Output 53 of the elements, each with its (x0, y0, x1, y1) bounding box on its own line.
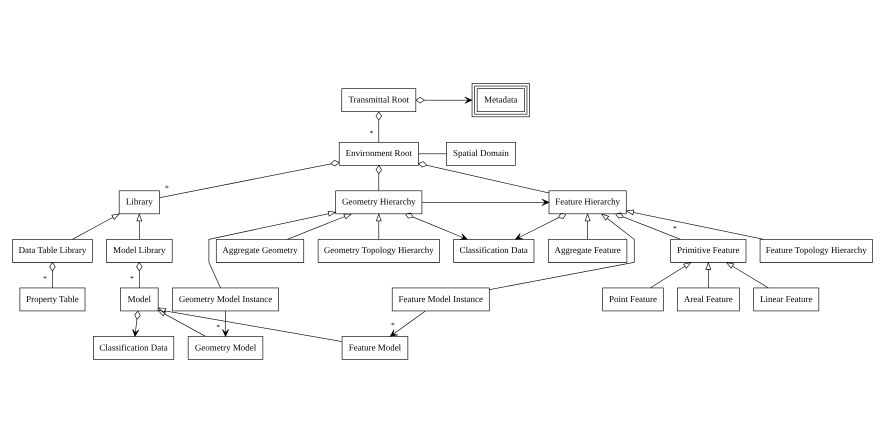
node-box: Classification Data (92, 336, 174, 360)
connector (375, 111, 382, 143)
node-box: Areal Feature (676, 288, 740, 312)
arrow (704, 262, 711, 288)
connector (614, 212, 680, 240)
node-box: Point Feature (602, 288, 664, 312)
arrow (72, 213, 120, 240)
connector (418, 153, 446, 154)
node-box: Property Table (19, 288, 85, 312)
node-box: Primitive Feature (670, 239, 746, 263)
node-box: Feature Model Instance (391, 288, 490, 312)
arrow (132, 310, 140, 337)
arrow (488, 213, 634, 290)
node-box: Geometry Topology Hierarchy (317, 239, 440, 263)
connector (48, 262, 56, 288)
node-box: Library (118, 190, 160, 214)
arrow (375, 212, 382, 240)
arrow (156, 308, 342, 342)
arrow (584, 212, 590, 240)
node-box: Classification Data (452, 239, 534, 263)
arrow (624, 210, 764, 240)
connector (158, 160, 340, 198)
arrow (156, 310, 206, 337)
connector (418, 161, 549, 194)
node-box: Model (120, 288, 158, 312)
node-box: Data Table Library (12, 239, 92, 263)
node-box: Model Library (106, 239, 172, 263)
node-box: Environment Root (338, 142, 418, 166)
node-box: Geometry Model Instance (172, 288, 278, 312)
arrow (650, 262, 692, 288)
connector (136, 262, 142, 288)
node-box: Feature Model (341, 336, 408, 360)
arrow (389, 310, 426, 337)
arrow (414, 96, 472, 104)
node-box: Feature Topology Hierarchy (759, 239, 872, 263)
arrow (514, 212, 566, 240)
arrow (725, 262, 768, 288)
node-box: Geometry Model (187, 336, 263, 360)
node-box: Linear Feature (752, 288, 819, 312)
arrow (286, 214, 352, 240)
node-box: Metadata (471, 83, 530, 118)
connector (375, 164, 382, 192)
node-box: Aggregate Geometry (215, 239, 304, 263)
node-box: Transmittal Root (340, 88, 416, 112)
node-box: Geometry Hierarchy (334, 190, 422, 214)
arrow (404, 212, 468, 240)
arrow (208, 210, 336, 288)
node-box: Spatial Domain (446, 142, 516, 166)
arrow (421, 198, 549, 206)
arrow (136, 212, 142, 240)
arrow (222, 310, 228, 337)
node-box: Feature Hierarchy (548, 190, 626, 214)
node-box: Aggregate Feature (548, 239, 627, 263)
